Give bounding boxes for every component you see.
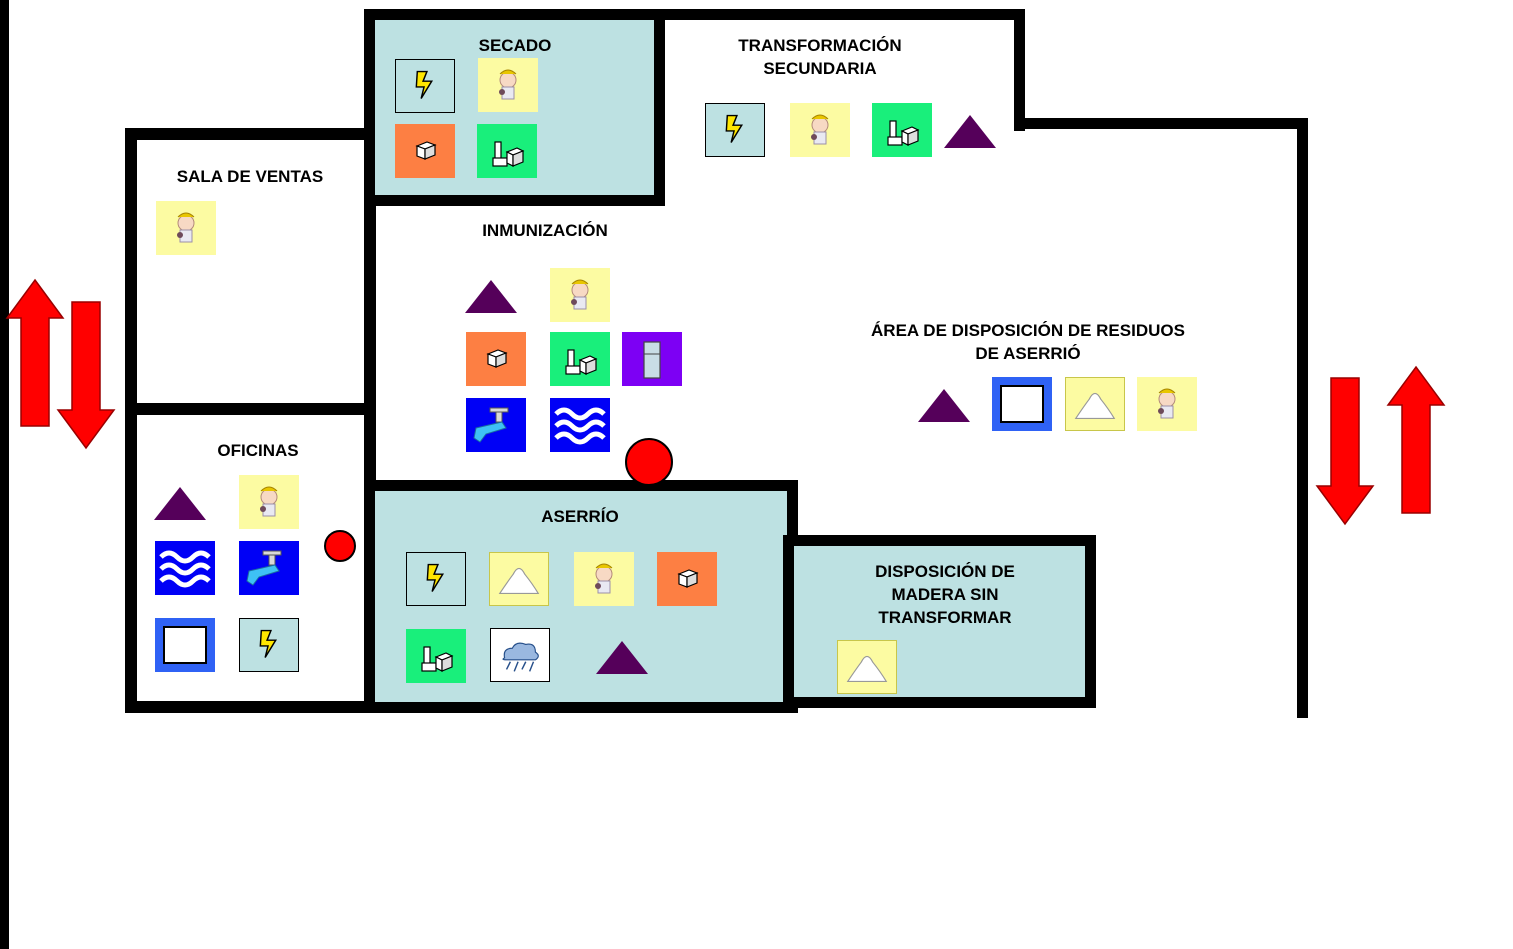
worker-icon (1137, 377, 1197, 431)
triangle-icon (596, 641, 648, 674)
wall-right-step (1014, 9, 1025, 131)
label-transformacion-2: SECUNDARIA (763, 59, 877, 78)
arrow-down-right (1315, 376, 1375, 526)
worker-icon (239, 475, 299, 529)
box-icon (657, 552, 717, 606)
marker-dot (625, 438, 673, 486)
label-inmunizacion: INMUNIZACIÓN (482, 221, 608, 240)
worker-icon (790, 103, 850, 157)
worker-icon (478, 58, 538, 112)
label-aserrio: ASERRÍO (541, 507, 619, 526)
label-area-residuos-1: ÁREA DE DISPOSICIÓN DE RESIDUOS (871, 321, 1185, 340)
arrow-up-right (1386, 365, 1446, 515)
machine-icon (406, 629, 466, 683)
water-tap-icon (466, 398, 526, 452)
triangle-icon (154, 487, 206, 520)
machine-icon (477, 124, 537, 178)
label-transformacion-1: TRANSFORMACIÓN (738, 36, 902, 55)
pile-icon (489, 552, 549, 606)
frame-icon (992, 377, 1052, 431)
box-icon (395, 124, 455, 178)
waves-icon (155, 541, 215, 595)
triangle-icon (918, 389, 970, 422)
wall-right-outer (1297, 118, 1308, 718)
worker-icon (574, 552, 634, 606)
machine-icon (872, 103, 932, 157)
worker-icon (156, 201, 216, 255)
water-tap-icon (239, 541, 299, 595)
energy-icon (239, 618, 299, 672)
room-disposicion-madera (783, 535, 1096, 708)
waves-icon (550, 398, 610, 452)
left-edge-bar (0, 0, 9, 949)
label-sala-ventas: SALA DE VENTAS (176, 167, 324, 186)
label-secado: SECADO (478, 36, 552, 55)
worker-icon (550, 268, 610, 322)
pile-icon (837, 640, 897, 694)
label-area-residuos-2: DE ASERRIÓ (975, 344, 1081, 363)
label-disposicion-1: DISPOSICIÓN DE (875, 562, 1015, 581)
machine-icon (550, 332, 610, 386)
arrow-down-left (56, 300, 116, 450)
wall-top-secondary (655, 9, 1025, 20)
label-disposicion-2: MADERA SIN (891, 585, 999, 604)
wall-sala-oficinas (125, 403, 375, 415)
rain-cloud-icon (490, 628, 550, 682)
label-oficinas: OFICINAS (217, 441, 299, 460)
frame-icon (155, 618, 215, 672)
box-icon (466, 332, 526, 386)
label-disposicion-3: TRANSFORMAR (878, 608, 1012, 627)
triangle-icon (944, 115, 996, 148)
energy-icon (395, 59, 455, 113)
wall-left-building (125, 128, 137, 713)
energy-icon (406, 552, 466, 606)
container-icon (622, 332, 682, 386)
wall-top-sala (125, 128, 375, 140)
energy-icon (705, 103, 765, 157)
marker-dot (324, 530, 356, 562)
triangle-icon (465, 280, 517, 313)
wall-top-right (1014, 118, 1307, 129)
pile-icon (1065, 377, 1125, 431)
